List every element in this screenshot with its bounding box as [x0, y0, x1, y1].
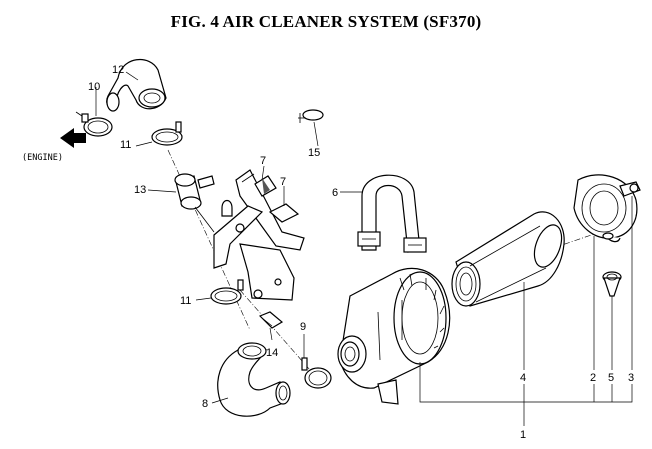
callout-3: 3 [628, 372, 634, 384]
callout-15: 15 [308, 147, 320, 159]
cover-clamp [619, 181, 641, 197]
intake-hose-upper [106, 58, 167, 112]
rubber-pad [258, 311, 284, 329]
callout-2: 2 [590, 372, 596, 384]
mounting-strap [357, 174, 427, 253]
filter-element [451, 211, 565, 307]
callout-7-upper: 7 [260, 155, 266, 167]
callout-13: 13 [134, 184, 146, 196]
callout-1: 1 [520, 429, 526, 441]
engine-arrow-icon [60, 128, 86, 148]
air-cleaner-body [337, 267, 451, 405]
callout-8: 8 [202, 398, 208, 410]
callout-4: 4 [520, 372, 526, 384]
band-clip [298, 109, 324, 123]
callout-5: 5 [608, 372, 614, 384]
figure-title: FIG. 4 AIR CLEANER SYSTEM (SF370) [170, 12, 482, 31]
engine-direction-label: (ENGINE) [22, 153, 63, 163]
decal-lower [268, 203, 300, 223]
hose-clamp-upper [75, 111, 113, 137]
callout-6: 6 [332, 187, 338, 199]
hose-clamp-mid [151, 121, 183, 146]
callout-11-upper: 11 [120, 139, 131, 151]
callout-14: 14 [266, 347, 278, 359]
callout-7-lower: 7 [280, 176, 286, 188]
intake-hose-lower [217, 342, 291, 417]
hose-clamp-lower [210, 279, 244, 305]
callout-labels: 12 10 11 15 7 7 13 6 11 9 14 8 4 2 5 3 1 [88, 64, 634, 441]
callout-12: 12 [112, 64, 124, 76]
callout-11-lower: 11 [180, 295, 191, 307]
pre-cleaner-pipe [174, 173, 215, 233]
dust-valve [602, 271, 622, 297]
leader-lines [95, 71, 633, 426]
callout-9: 9 [300, 321, 306, 333]
callout-10: 10 [88, 81, 100, 93]
mounting-bracket [213, 169, 305, 301]
cleaner-cover [573, 174, 638, 243]
decal-upper [254, 175, 277, 197]
hose-clamp-inlet [301, 357, 332, 389]
